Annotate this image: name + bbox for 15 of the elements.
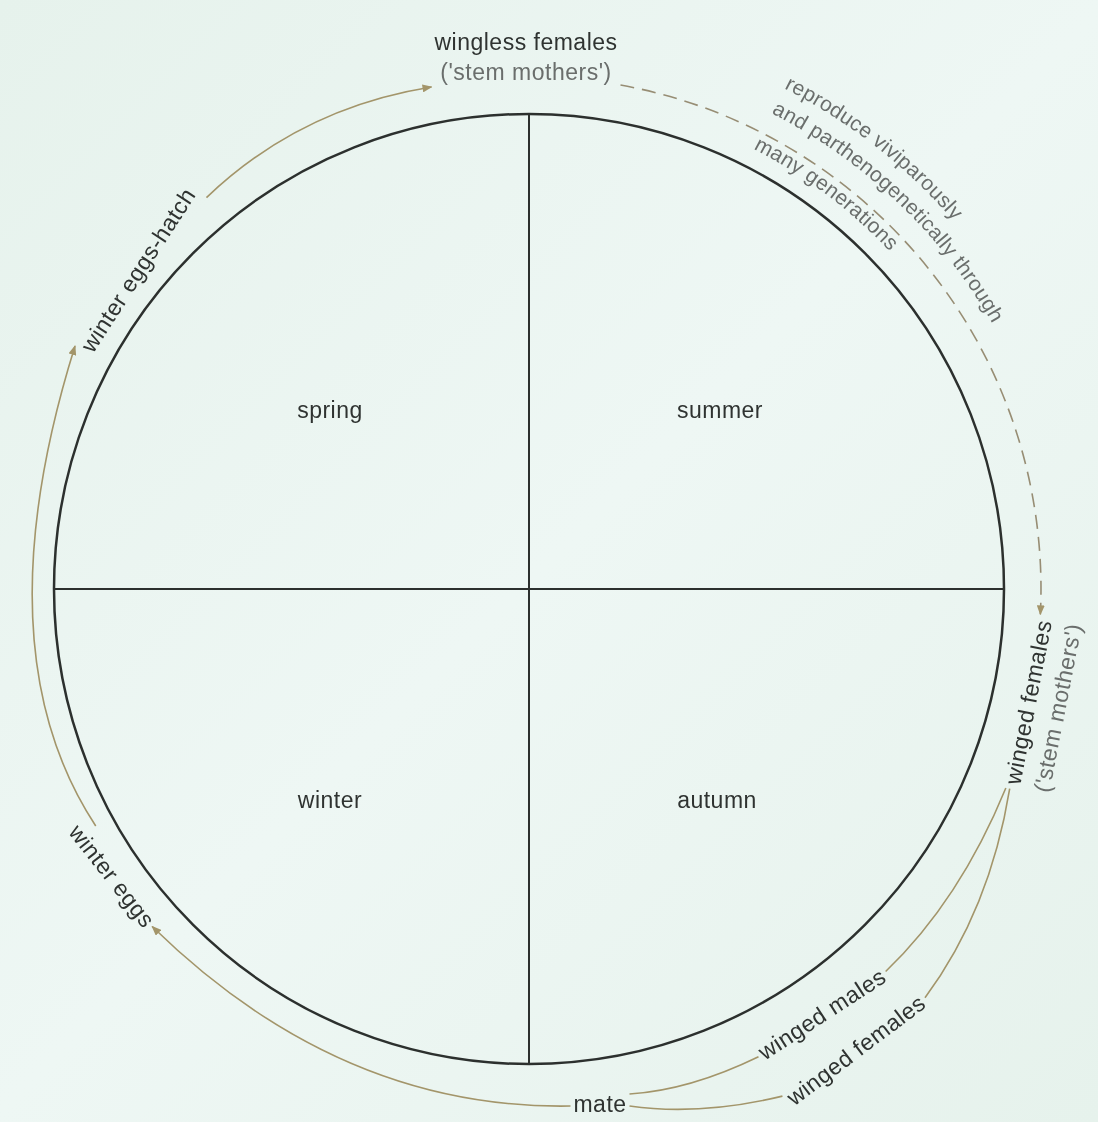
connector-line (628, 1095, 784, 1111)
arrow (205, 84, 433, 199)
stage-note: ('stem mothers') (439, 58, 613, 87)
arrow (151, 925, 572, 1107)
season-label: summer (676, 396, 764, 424)
season-label: autumn (677, 786, 757, 814)
arrow (619, 84, 1045, 616)
connector-line (884, 787, 1007, 973)
season-label: spring (297, 396, 363, 424)
stage-label: mate (573, 1089, 627, 1119)
stage-label: wingless females (434, 28, 618, 57)
connector-line (628, 1055, 760, 1095)
season-label: winter (297, 786, 363, 814)
connector-line (924, 787, 1011, 999)
arrow (31, 345, 97, 827)
